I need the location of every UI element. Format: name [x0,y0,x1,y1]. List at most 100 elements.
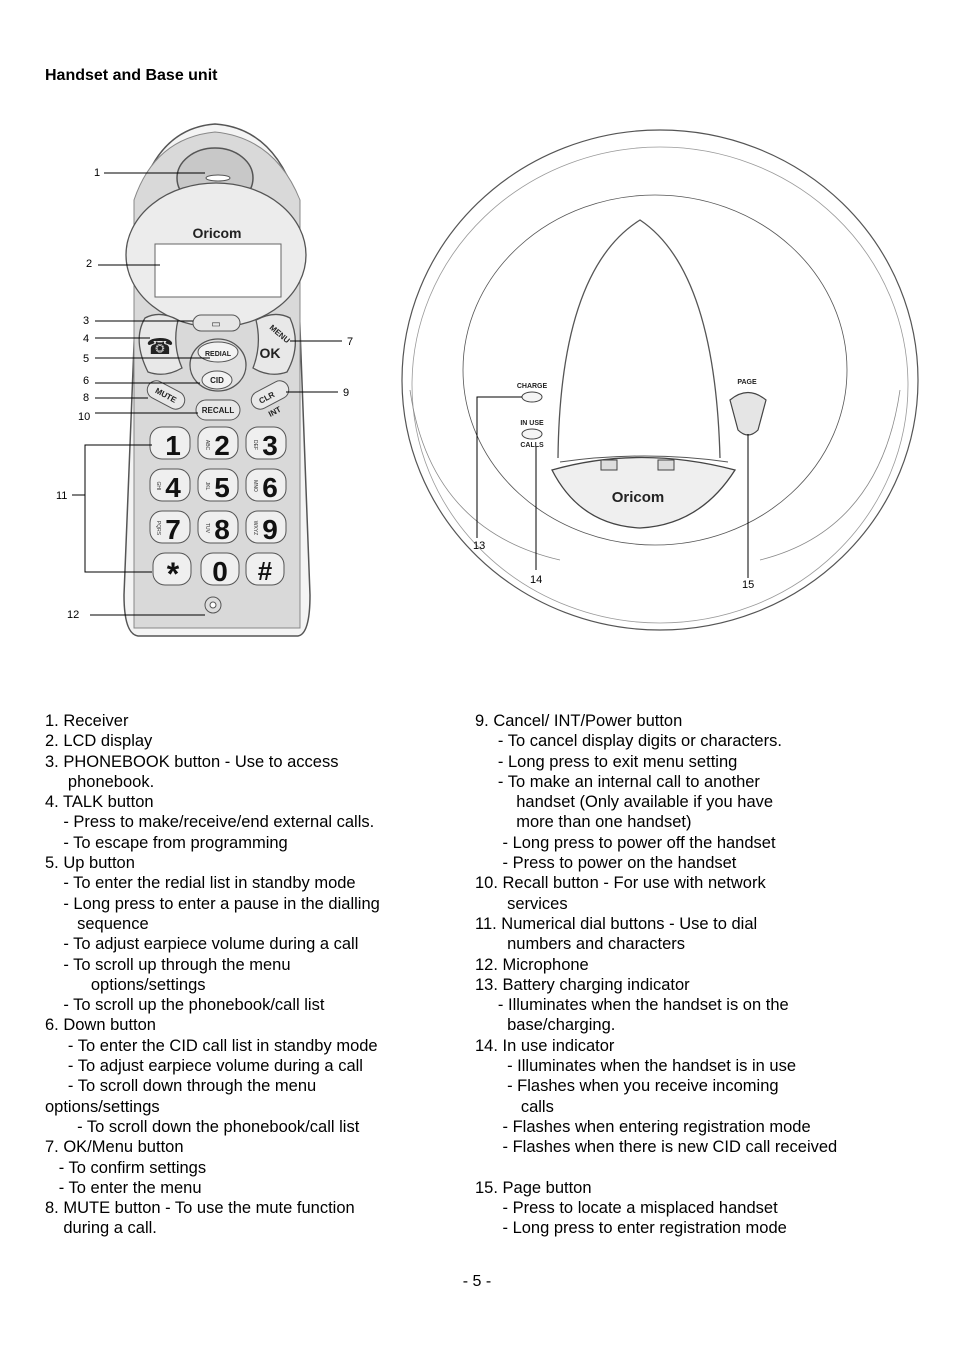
svg-text:0: 0 [212,556,228,587]
in-use-label: IN USE [520,420,544,427]
legend-line: - Press to power on the handset [475,854,737,873]
clr-int-button [250,380,290,410]
legend-line: calls [475,1097,554,1116]
svg-text:ABC: ABC [204,440,210,451]
legend-line: 14. In use indicator [475,1036,615,1055]
legend-line: - Long press to power off the handset [475,833,776,852]
calls-label: CALLS [520,442,544,449]
legend-line: - To cancel display digits or characters… [475,732,782,751]
svg-text:PQRS: PQRS [155,521,161,536]
base-unit-drawing [401,129,919,631]
down-button [201,370,233,390]
svg-text:TUV: TUV [204,523,210,534]
recall-button [195,399,241,421]
svg-text:7: 7 [165,514,181,545]
handset-callout-numbers: 1 2 3 4 5 6 8 10 7 9 11 12 [56,167,353,621]
talk-button [138,313,183,375]
svg-text:DEF: DEF [252,440,258,450]
legend-line: - To scroll down through the menu [45,1077,317,1096]
key-8: 8 TUV [197,510,239,545]
svg-text:7: 7 [347,336,353,348]
key-star: * [152,552,192,592]
handset-base-illustration: Oricom ▭ ☎ MENU OK REDIAL CID MUTE RECAL… [56,123,919,637]
key-0: 0 [200,552,240,587]
legend-line: 7. OK/Menu button [45,1138,184,1157]
svg-text:OK: OK [260,345,281,361]
legend-line: 12. Microphone [475,955,589,974]
legend-line: 6. Down button [45,1016,156,1035]
svg-text:▭: ▭ [211,319,220,330]
in-use-indicator [521,428,543,440]
svg-text:☎: ☎ [146,334,173,359]
svg-text:*: * [167,556,180,592]
svg-text:6: 6 [262,472,278,503]
legend-line: base/charging. [475,1016,616,1035]
svg-text:2: 2 [214,430,230,461]
page-number: - 5 - [462,1273,492,1290]
legend-line: sequence [45,914,149,933]
legend-line: - Press to locate a misplaced handset [475,1199,778,1218]
legend-line: numbers and characters [475,935,686,954]
legend-line: - Long press to exit menu setting [475,752,738,771]
legend-line: - To escape from programming [45,833,288,852]
legend-line [475,1158,915,1178]
legend-line: 3. PHONEBOOK button - Use to access [45,752,339,771]
key-3: 3 DEF [245,426,287,461]
legend-line: - Illuminates when the handset is in use [475,1057,797,1076]
svg-text:JKL: JKL [204,482,210,491]
svg-text:12: 12 [67,609,79,621]
charge-label: CHARGE [517,383,548,390]
base-brand-logo: Oricom [612,489,665,506]
legend-line: 11. Numerical dial buttons - Use to dial [475,914,758,933]
legend-line: - To confirm settings [45,1158,207,1177]
legend-line: handset (Only available if you have [475,793,774,812]
svg-text:15: 15 [742,579,754,591]
legend-line: - To make an internal call to another [475,772,760,791]
svg-text:4: 4 [83,333,89,345]
base-callout-numbers: 13 14 15 [473,540,754,591]
charging-cradle [551,456,737,529]
key-2: 2 ABC [197,426,239,461]
lcd-display [154,243,282,298]
svg-text:10: 10 [78,411,90,423]
handset-drawing: Oricom ▭ ☎ MENU OK REDIAL CID MUTE RECAL… [123,123,311,637]
section-heading: Handset and Base unit [45,67,218,84]
legend-line: - To enter the menu [45,1178,202,1197]
svg-text:1: 1 [165,430,181,461]
key-5: 5 JKL [197,468,239,503]
legend-line: more than one handset) [475,813,692,832]
svg-text:4: 4 [165,472,181,503]
handset-callout-lines [72,172,342,616]
svg-text:5: 5 [214,472,230,503]
svg-text:8: 8 [214,514,230,545]
svg-text:14: 14 [530,574,542,586]
legend-line: 4. TALK button [45,793,154,812]
mute-button [146,380,186,410]
svg-text:WXYZ: WXYZ [252,521,258,535]
page-label: PAGE [737,379,757,386]
legend-right-column: 9. Cancel/ INT/Power button - To cancel … [475,711,915,1239]
svg-text:REDIAL: REDIAL [205,351,232,358]
charge-indicator [521,391,543,403]
legend-line: - Long press to enter a pause in the dia… [45,894,380,913]
legend-line: - To scroll down the phonebook/call list [45,1117,360,1136]
legend-line: 13. Battery charging indicator [475,975,690,994]
legend-line: - To adjust earpiece volume during a cal… [45,1057,363,1076]
legend-line: - Press to make/receive/end external cal… [45,813,375,832]
svg-text:1: 1 [94,167,100,179]
legend-line: - To adjust earpiece volume during a cal… [45,935,359,954]
legend-line: 9. Cancel/ INT/Power button [475,712,683,730]
svg-text:13: 13 [473,540,485,552]
legend-line: - Flashes when you receive incoming [475,1077,779,1096]
legend-line: options/settings [45,975,206,994]
legend-line: - To scroll up through the menu [45,955,291,974]
legend-line: 10. Recall button - For use with network [475,874,766,893]
svg-text:5: 5 [83,353,89,365]
svg-text:11: 11 [56,490,67,502]
legend-line: - Long press to enter registration mode [475,1219,787,1238]
legend-line: - To enter the redial list in standby mo… [45,874,356,893]
svg-text:3: 3 [262,430,278,461]
